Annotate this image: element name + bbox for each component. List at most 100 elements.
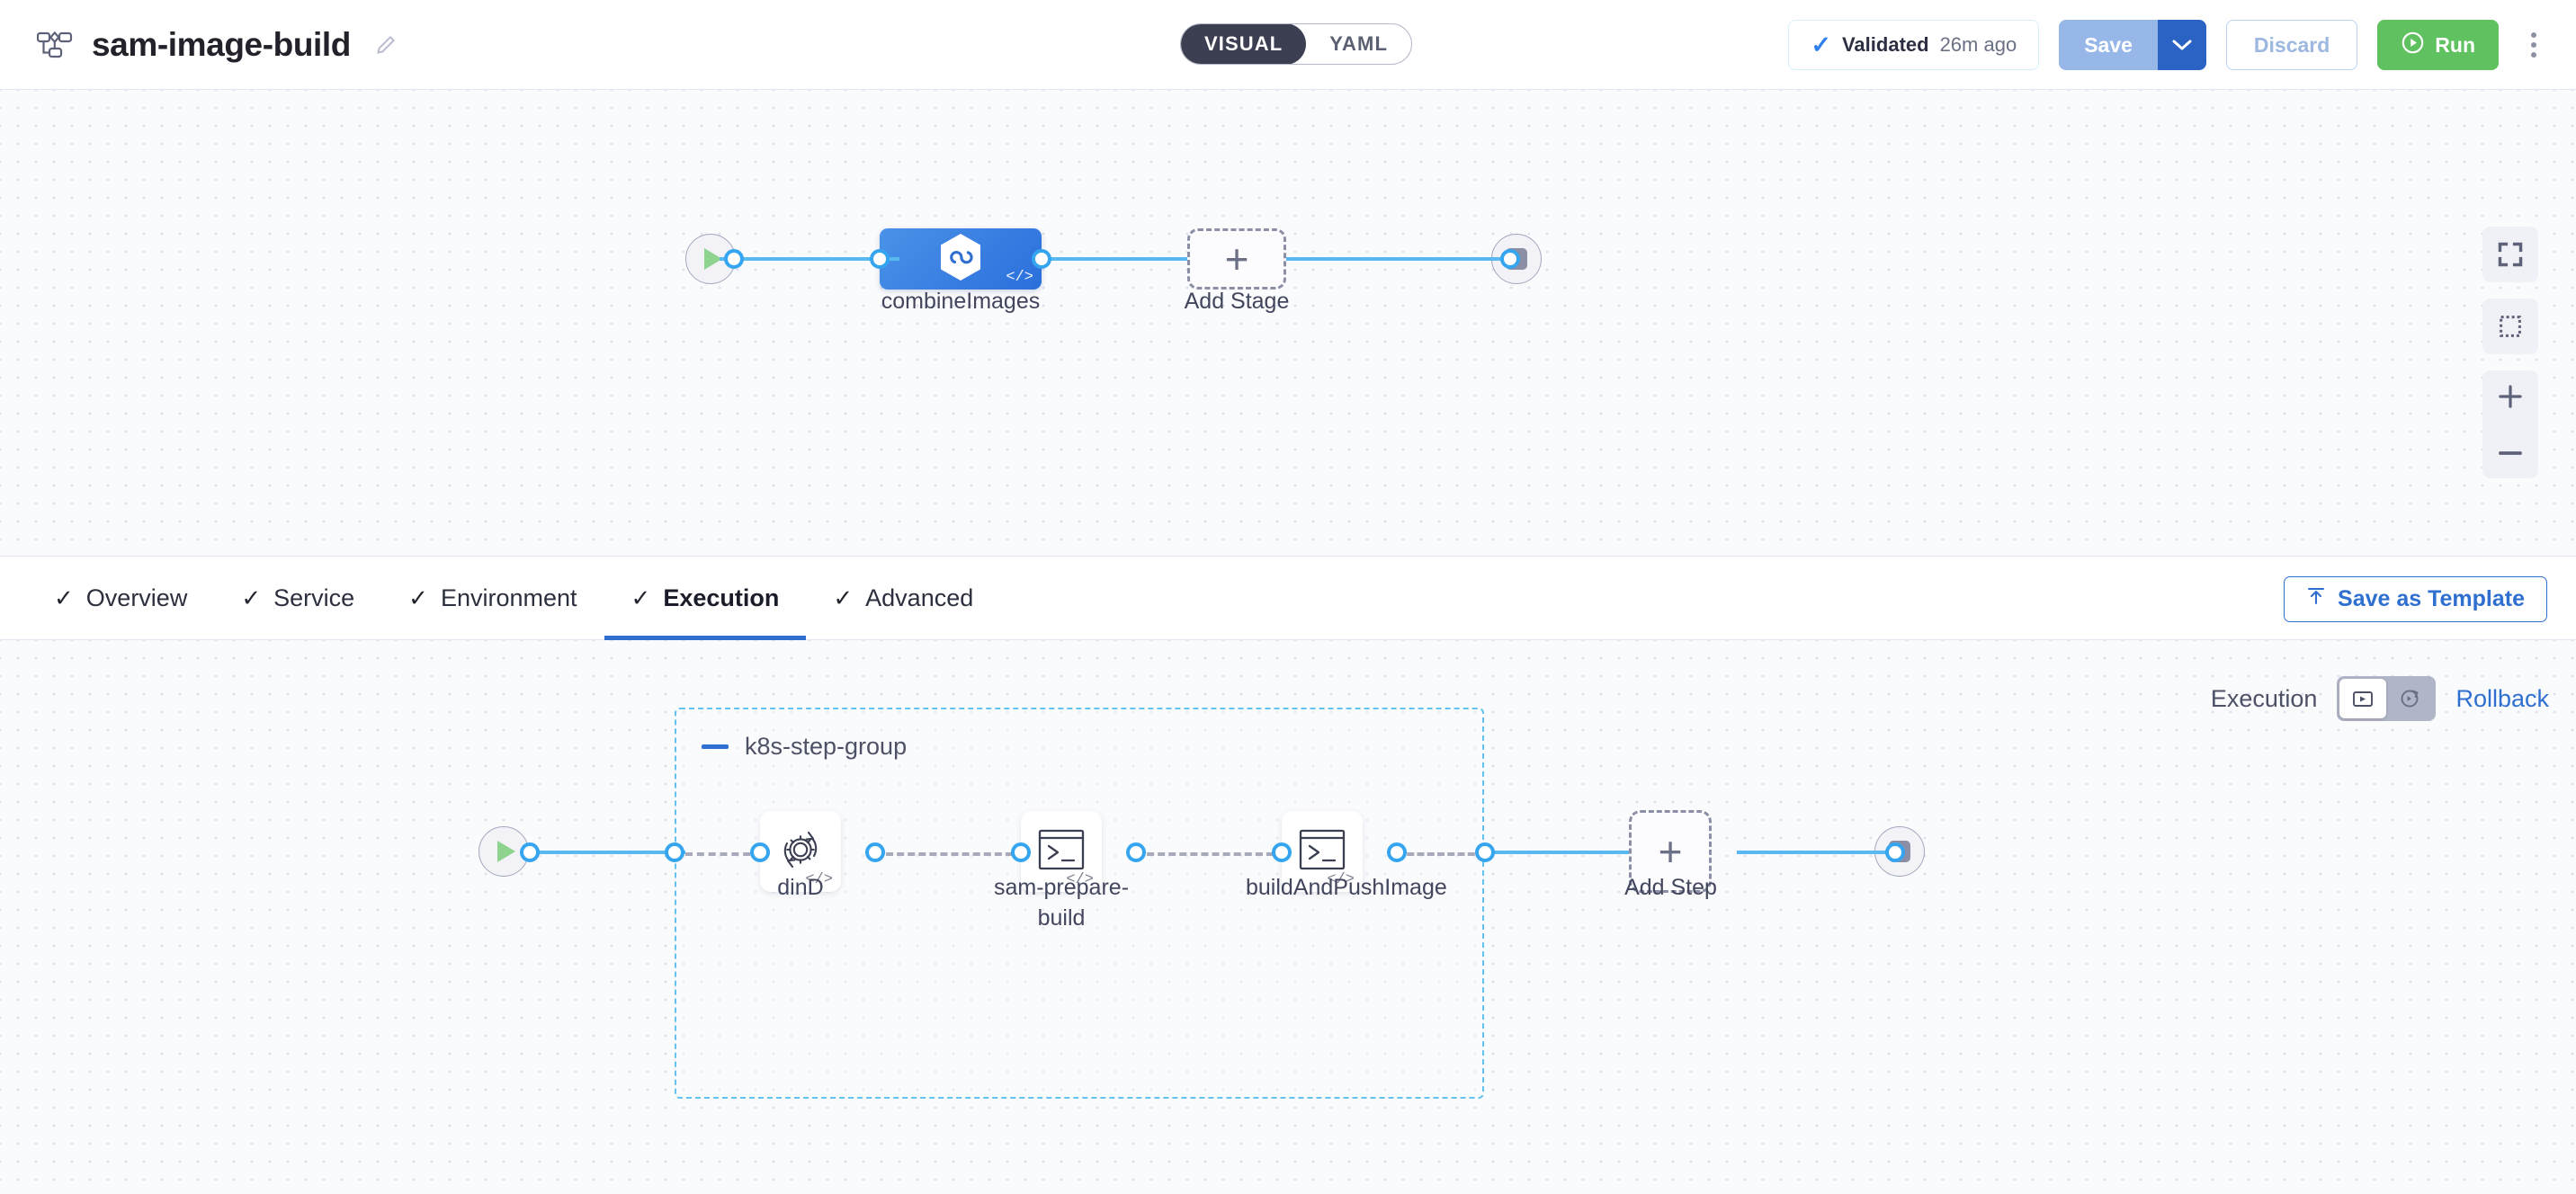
validated-label: Validated — [1841, 33, 1929, 56]
check-icon: ✓ — [408, 584, 428, 611]
step-node-sam-prepare-build[interactable]: </> — [1021, 811, 1102, 892]
step-group-input-port[interactable] — [665, 842, 684, 862]
rollback-circular-arrow-icon[interactable] — [2386, 679, 2433, 718]
step-group-k8s[interactable]: k8s-step-group — [675, 708, 1484, 1099]
run-button[interactable]: Run — [2377, 20, 2499, 70]
edge-group-to-dind — [685, 852, 762, 856]
fit-to-screen-button[interactable] — [2482, 227, 2538, 282]
tab-service[interactable]: ✓ Service — [241, 584, 355, 611]
save-button-group[interactable]: Save — [2059, 20, 2206, 70]
save-as-template-label: Save as Template — [2338, 586, 2525, 611]
step-group-title: k8s-step-group — [745, 733, 908, 760]
play-icon — [496, 841, 515, 862]
zoom-in-button[interactable] — [2482, 370, 2538, 422]
view-mode-visual[interactable]: VISUAL — [1181, 24, 1307, 64]
check-icon: ✓ — [241, 584, 262, 611]
add-step-label: Add Step — [1624, 875, 1717, 900]
zoom-out-button[interactable] — [2482, 427, 2538, 478]
stage-label-combineimages: combineImages — [881, 289, 1041, 314]
plus-icon: + — [1224, 236, 1249, 282]
execution-canvas[interactable]: k8s-step-group </> — [0, 640, 2576, 1194]
stage-canvas[interactable]: </> combineImages + Add Stage — [0, 90, 2576, 556]
discard-button[interactable]: Discard — [2225, 20, 2358, 70]
validated-timestamp: 26m ago — [1939, 33, 2017, 56]
execution-mode-switch[interactable] — [2337, 676, 2437, 721]
step-code-badge: </> — [805, 871, 833, 888]
prepare-input-port[interactable] — [1011, 842, 1031, 862]
gear-rotate-icon — [776, 825, 825, 878]
zoom-controls — [2482, 370, 2538, 478]
pipeline-flow-icon — [34, 24, 76, 66]
add-stage-label: Add Stage — [1184, 289, 1290, 314]
execution-start-port[interactable] — [520, 842, 540, 862]
terminal-icon — [1038, 829, 1085, 875]
execution-rollback-toggle: Execution Rollback — [2211, 676, 2549, 721]
step-code-badge: </> — [1066, 871, 1094, 888]
check-icon: ✓ — [631, 584, 651, 611]
tab-execution[interactable]: ✓ Execution — [604, 556, 807, 640]
play-circle-icon — [2401, 31, 2425, 60]
execution-end-port[interactable] — [1885, 842, 1905, 862]
step-group-header: k8s-step-group — [702, 733, 907, 761]
run-label: Run — [2435, 32, 2475, 57]
check-icon: ✓ — [1811, 31, 1831, 58]
view-mode-toggle[interactable]: VISUAL YAML — [1180, 23, 1412, 65]
dind-output-port[interactable] — [865, 842, 885, 862]
step-code-badge: </> — [1327, 871, 1355, 888]
status-badge-validated: ✓ Validated 26m ago — [1788, 20, 2040, 70]
canvas-controls — [2482, 227, 2538, 478]
edge-addstep-to-execend — [1737, 851, 1894, 854]
minus-icon[interactable] — [702, 744, 729, 749]
rollback-toggle-label[interactable]: Rollback — [2455, 684, 2549, 712]
edge-start-to-stage — [720, 257, 899, 261]
play-box-icon[interactable] — [2339, 679, 2387, 718]
step-node-dind[interactable]: </> — [760, 811, 841, 892]
plus-icon: + — [1658, 828, 1683, 875]
stage-output-port[interactable] — [1032, 249, 1051, 269]
save-button[interactable]: Save — [2059, 20, 2158, 70]
header-actions: ✓ Validated 26m ago Save Discard — [1788, 0, 2549, 90]
edge-addstage-to-end — [1286, 257, 1511, 261]
execution-toggle-label: Execution — [2210, 684, 2318, 712]
add-stage-button[interactable]: + — [1187, 228, 1286, 290]
check-icon: ✓ — [833, 584, 854, 611]
zoom-to-selection-button[interactable] — [2482, 298, 2538, 354]
terminal-icon — [1299, 829, 1346, 875]
stage-config-tabs: ✓ Overview ✓ Service ✓ Environment ✓ Exe… — [0, 556, 2576, 640]
harness-cd-hexagon-icon — [937, 232, 984, 287]
save-as-template-button[interactable]: Save as Template — [2284, 576, 2547, 622]
prepare-output-port[interactable] — [1126, 842, 1146, 862]
step-group-output-port[interactable] — [1475, 842, 1495, 862]
build-input-port[interactable] — [1272, 842, 1292, 862]
dind-input-port[interactable] — [750, 842, 770, 862]
kebab-menu-icon[interactable] — [2518, 20, 2549, 70]
tab-environment[interactable]: ✓ Environment — [408, 584, 577, 611]
view-mode-yaml[interactable]: YAML — [1329, 32, 1388, 55]
edge-dind-to-prepare — [875, 852, 1024, 856]
edge-stage-to-addstage — [1039, 257, 1187, 261]
step-label-buildandpushimage: buildAndPushImage — [1246, 875, 1447, 900]
page-title: sam-image-build — [92, 25, 351, 63]
edge-groupend-to-addstep — [1485, 851, 1629, 854]
check-icon: ✓ — [54, 584, 74, 611]
header-left-group: sam-image-build — [0, 24, 401, 66]
upload-template-icon — [2306, 586, 2326, 612]
step-node-buildandpushimage[interactable]: </> — [1282, 811, 1363, 892]
edge-execstart-to-group — [531, 851, 685, 854]
stage-input-port[interactable] — [870, 249, 890, 269]
start-output-port[interactable] — [724, 249, 744, 269]
stage-node-combineimages[interactable]: </> — [880, 228, 1042, 290]
app-header: sam-image-build VISUAL YAML ✓ Validated … — [0, 0, 2576, 90]
add-step-button[interactable]: + — [1629, 810, 1712, 893]
end-input-port[interactable] — [1500, 249, 1520, 269]
build-output-port[interactable] — [1387, 842, 1407, 862]
chevron-down-icon[interactable] — [2157, 20, 2206, 70]
play-icon — [703, 248, 722, 270]
step-label-sam-prepare-build: sam-prepare-build — [993, 875, 1130, 931]
pencil-icon[interactable] — [371, 30, 401, 60]
stage-code-badge: </> — [1006, 269, 1033, 286]
tab-overview[interactable]: ✓ Overview — [54, 584, 188, 611]
tab-advanced[interactable]: ✓ Advanced — [833, 584, 974, 611]
edge-prepare-to-build — [1136, 852, 1284, 856]
